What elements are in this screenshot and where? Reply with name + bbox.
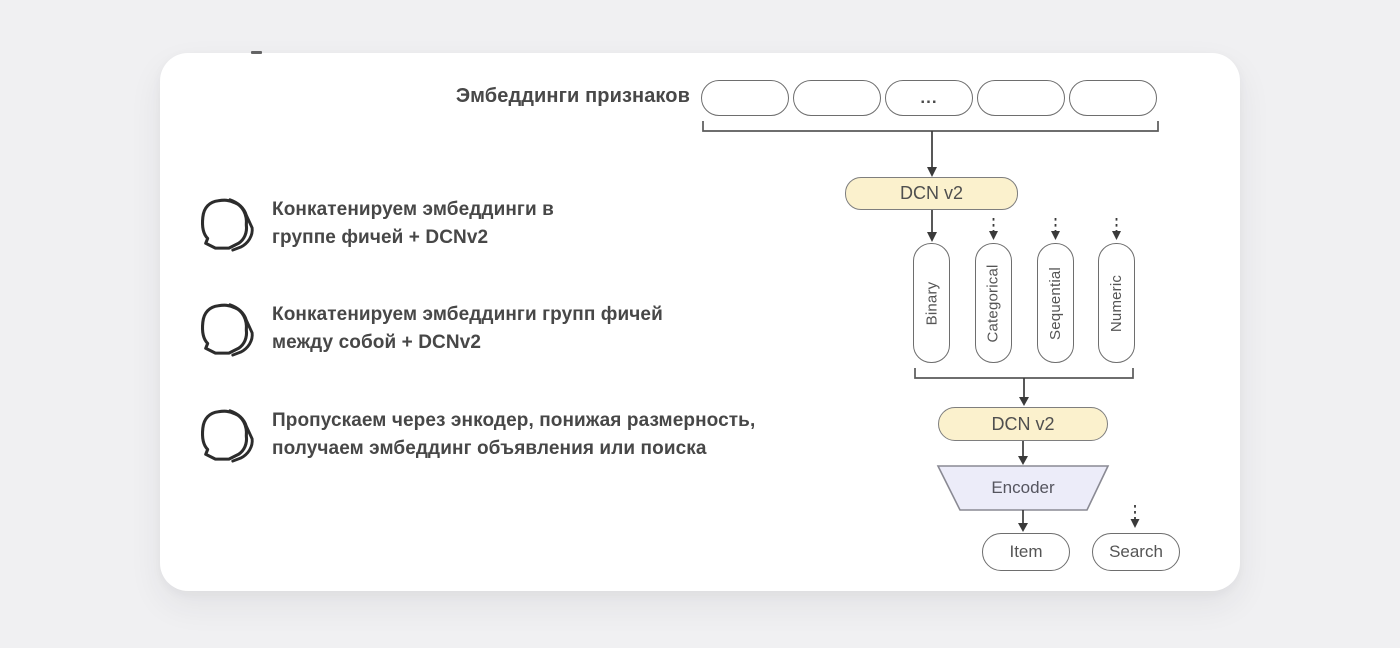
embedding-slot-4 (977, 80, 1065, 116)
doodle-circle-icon (200, 409, 254, 463)
feature-group-binary: Binary (913, 243, 950, 363)
feature-group-label: Binary (923, 281, 940, 325)
feature-group-label: Categorical (985, 263, 1003, 343)
feature-group-categorical: Categorical (975, 243, 1012, 363)
feature-group-label: Numeric (1108, 274, 1125, 332)
doodle-circle-icon (200, 198, 254, 252)
encoder-label: Encoder (991, 478, 1055, 497)
top-edge-artifact (251, 51, 262, 54)
dcn-v2-block-1: DCN v2 (845, 177, 1018, 210)
output-item-box: Item (982, 533, 1070, 571)
bullet-2-line-2: между собой + DCNv2 (272, 331, 482, 353)
bullet-3-line-2: получаем эмбеддинг объявления или поиска (272, 437, 707, 459)
dcn-v2-block-2: DCN v2 (938, 407, 1108, 441)
bullet-1-line-1: Конкатенируем эмбеддинги в (272, 199, 554, 220)
bullet-3-line-1: Пропускаем через энкодер, понижая размер… (272, 410, 756, 431)
feature-group-numeric: Numeric (1098, 243, 1135, 363)
embedding-slot-5 (1069, 80, 1157, 116)
bullet-1: Конкатенируем эмбеддинги в группе фичей … (272, 196, 872, 251)
embedding-slot-1 (701, 80, 789, 116)
bullet-2: Конкатенируем эмбеддинги групп фичей меж… (272, 301, 872, 356)
bullet-2-line-1: Конкатенируем эмбеддинги групп фичей (272, 304, 663, 325)
embedding-slot-ellipsis: ... (885, 80, 973, 116)
output-search-box: Search (1092, 533, 1180, 571)
doodle-circle-icon (200, 303, 254, 357)
bullet-3: Пропускаем через энкодер, понижая размер… (272, 407, 872, 462)
embedding-slot-2 (793, 80, 881, 116)
feature-group-sequential: Sequential (1037, 243, 1074, 363)
bullet-1-line-2: группе фичей + DCNv2 (272, 226, 489, 248)
embeddings-row-label: Эмбеддинги признаков (455, 85, 690, 107)
feature-group-label: Sequential (1047, 266, 1064, 340)
